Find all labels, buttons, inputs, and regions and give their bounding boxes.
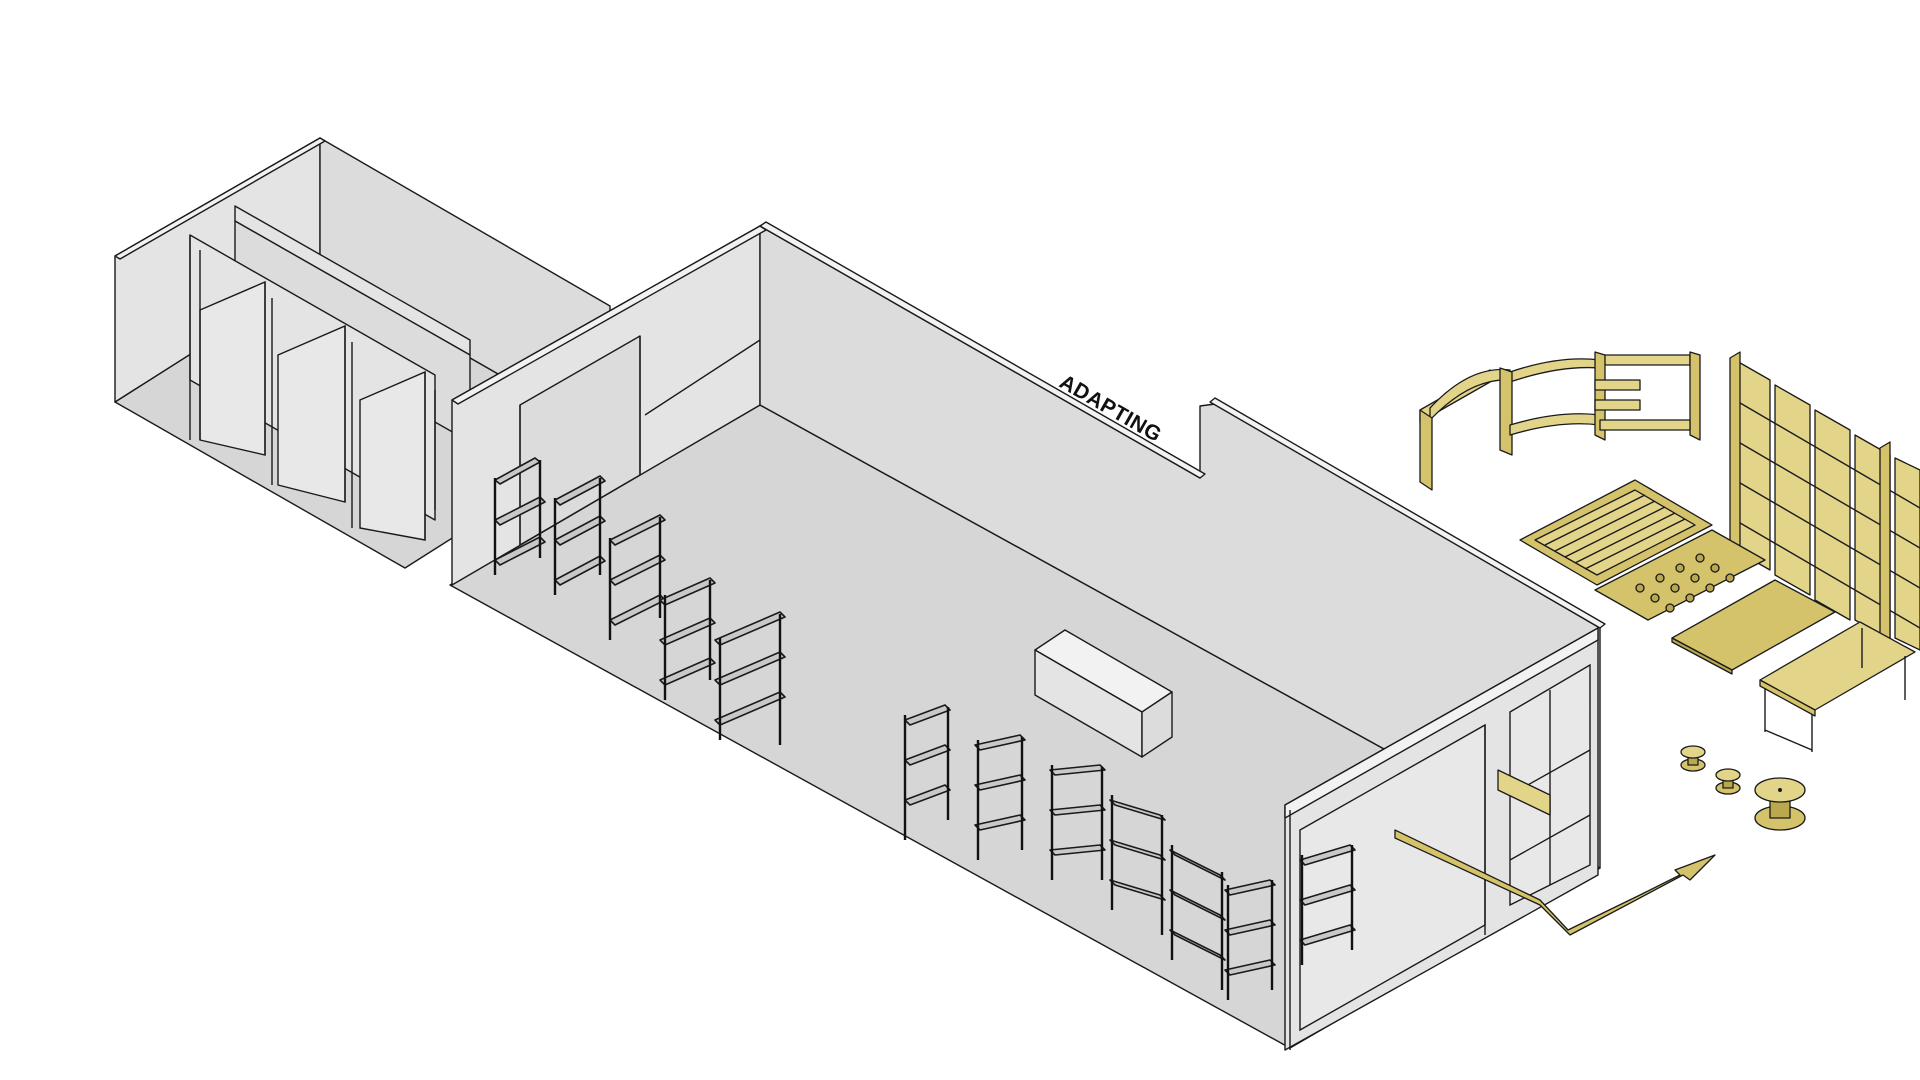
back-wall-top-2 [1209,397,1606,629]
fitting-room-doors [189,234,436,541]
main-room: ADAPTING [449,221,1716,1051]
cable-spool-large [1754,777,1806,831]
cable-spool-small-a [1680,745,1706,772]
grid-shelf-wall [1729,351,1920,651]
storefront [1284,627,1599,1051]
shelf-wave-front [903,704,1356,1000]
table [1759,621,1916,752]
back-room-wall-top [114,137,326,260]
counter [1034,629,1173,758]
slatted-panel [1519,479,1713,586]
fitting-door-3 [359,370,426,541]
flat-panel [1671,579,1836,675]
pegged-panel [1594,529,1766,621]
fitting-door-2 [277,324,346,503]
curved-shelf-module [1419,351,1701,491]
entrance-arrow [1394,829,1716,936]
fitting-door-1 [199,280,266,456]
shelf-wave-left [493,457,786,745]
kit-of-parts [1419,351,1920,831]
back-wall-top [759,221,1206,479]
cable-spool-small-b [1715,768,1741,795]
door-handle [1497,769,1551,816]
